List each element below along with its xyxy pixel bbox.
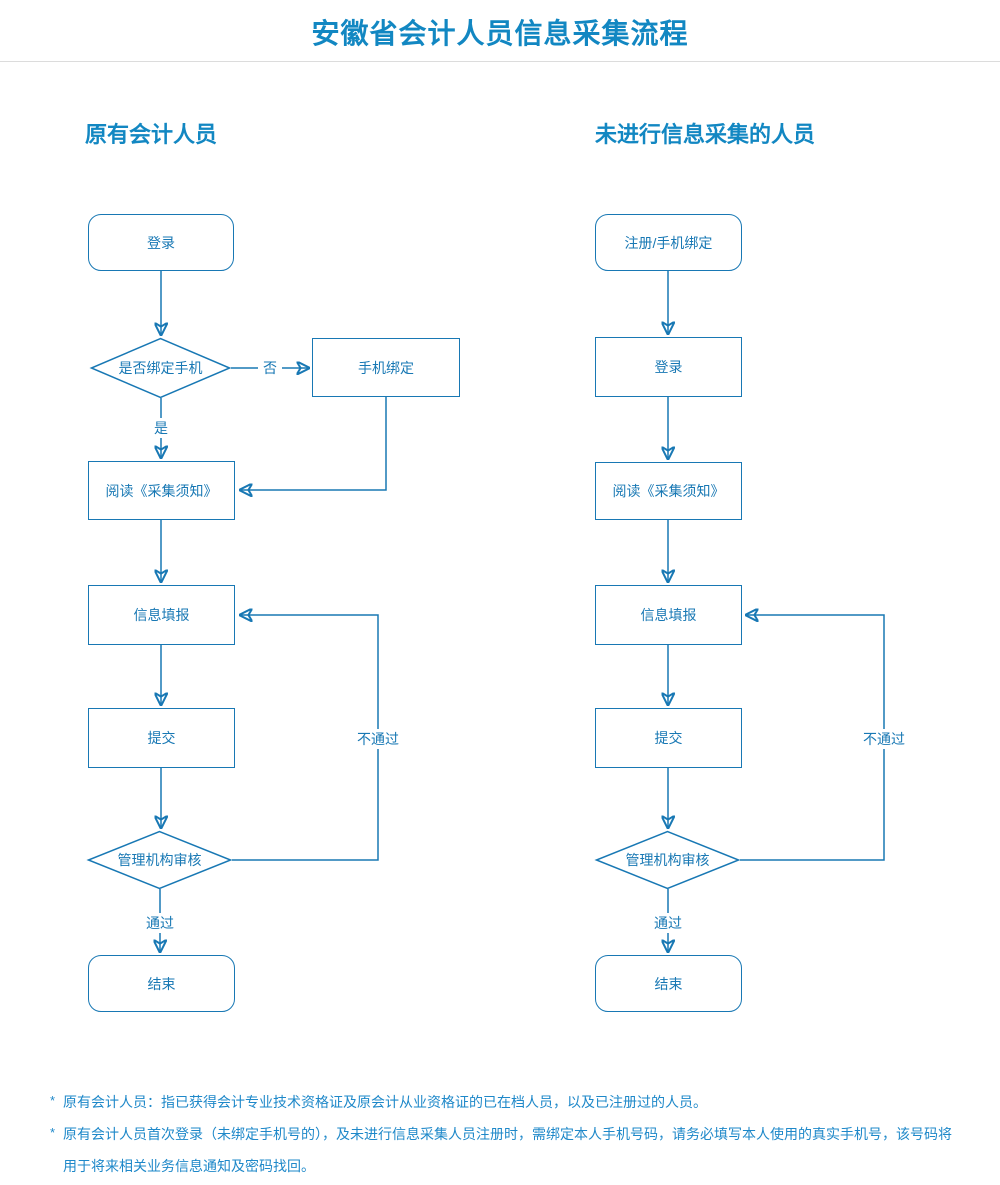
flow-node-label: 提交 (147, 730, 176, 746)
flow-node-login-new: 登录 (595, 337, 742, 397)
edge-label-fail-existing: 不通过 (352, 729, 404, 749)
note-item: * 原有会计人员：指已获得会计专业技术资格证及原会计从业资格证的已在档人员，以及… (50, 1086, 962, 1118)
header-divider (0, 61, 1000, 62)
flow-node-label: 信息填报 (640, 607, 697, 623)
note-text: 原有会计人员首次登录（未绑定手机号的），及未进行信息采集人员注册时，需绑定本人手… (63, 1126, 952, 1174)
flow-node-label: 登录 (654, 359, 683, 375)
note-text: 原有会计人员：指已获得会计专业技术资格证及原会计从业资格证的已在档人员，以及已注… (63, 1094, 707, 1110)
flow-node-read-notice-existing: 阅读《采集须知》 (88, 461, 235, 520)
flow-node-read-notice-new: 阅读《采集须知》 (595, 462, 742, 520)
page-title: 安徽省会计人员信息采集流程 (311, 18, 689, 49)
flow-node-label: 管理机构审核 (117, 852, 202, 868)
flow-node-login-existing: 登录 (88, 214, 234, 271)
edge-label-yes: 是 (149, 418, 173, 438)
edge-label-no: 否 (258, 358, 282, 378)
bullet-icon: * (50, 1093, 56, 1108)
flow-node-label: 注册/手机绑定 (624, 234, 713, 251)
flow-node-fill-info-new: 信息填报 (595, 585, 742, 645)
flow-node-label: 管理机构审核 (625, 852, 710, 868)
flow-node-label: 提交 (654, 730, 683, 746)
flow-diamond-check-phone: 是否绑定手机 (90, 338, 231, 398)
flow-node-bind-phone: 手机绑定 (312, 338, 460, 397)
flow-node-end-existing: 结束 (88, 955, 235, 1012)
column-header-existing: 原有会计人员 (85, 122, 218, 147)
edge-label-pass-existing: 通过 (141, 913, 179, 933)
flow-node-label: 阅读《采集须知》 (612, 483, 725, 499)
diamond-shape-icon (90, 338, 231, 398)
flow-diamond-review-new: 管理机构审核 (595, 831, 740, 889)
flow-node-end-new: 结束 (595, 955, 742, 1012)
flow-node-label: 登录 (147, 234, 175, 251)
flow-node-register: 注册/手机绑定 (595, 214, 742, 271)
column-header-new: 未进行信息采集的人员 (595, 122, 816, 147)
flow-node-label: 是否绑定手机 (118, 360, 203, 376)
edge-label-fail-new: 不通过 (858, 729, 910, 749)
diamond-shape-icon (595, 831, 740, 889)
edge-label-pass-new: 通过 (649, 913, 687, 933)
flow-node-label: 信息填报 (133, 607, 190, 623)
diamond-shape-icon (87, 831, 232, 889)
flow-node-label: 结束 (654, 975, 683, 992)
notes-section: * 原有会计人员：指已获得会计专业技术资格证及原会计从业资格证的已在档人员，以及… (50, 1086, 962, 1182)
flow-node-label: 结束 (147, 975, 176, 992)
flow-diamond-review-existing: 管理机构审核 (87, 831, 232, 889)
flow-node-label: 阅读《采集须知》 (105, 482, 218, 499)
flow-node-submit-new: 提交 (595, 708, 742, 768)
note-item: * 原有会计人员首次登录（未绑定手机号的），及未进行信息采集人员注册时，需绑定本… (50, 1118, 962, 1182)
bullet-icon: * (50, 1125, 56, 1140)
flow-node-submit-existing: 提交 (88, 708, 235, 768)
flow-node-fill-info-existing: 信息填报 (88, 585, 235, 645)
flow-node-label: 手机绑定 (358, 359, 414, 376)
